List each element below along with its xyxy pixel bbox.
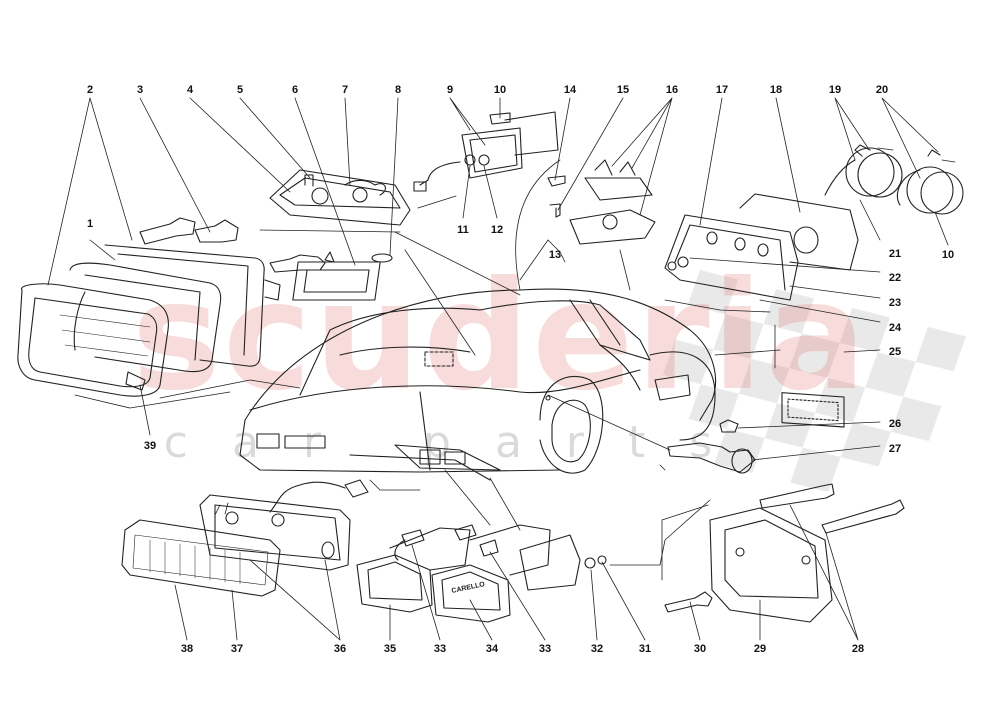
lamp-bracket-28-30 — [664, 483, 905, 623]
callout-3: 3 — [137, 84, 143, 96]
callout-6: 6 — [292, 84, 298, 96]
brand-watermark: scuderia — [131, 250, 869, 424]
callout-33b: 33 — [539, 643, 551, 655]
callout-37: 37 — [231, 643, 243, 655]
callout-18: 18 — [770, 84, 782, 96]
callout-7: 7 — [342, 84, 348, 96]
leader-lines — [47, 97, 949, 641]
callout-8: 8 — [395, 84, 401, 96]
callout-31: 31 — [639, 643, 651, 655]
fog-lamps — [356, 524, 607, 623]
callout-21: 21 — [889, 248, 901, 260]
front-indicator — [121, 479, 369, 597]
callout-10b: 10 — [942, 249, 954, 261]
callout-29: 29 — [754, 643, 766, 655]
door-lamp — [547, 159, 656, 245]
callout-34: 34 — [486, 643, 499, 655]
callout-20: 20 — [876, 84, 888, 96]
headlamp-bulb-harness — [139, 217, 335, 273]
callout-35: 35 — [384, 643, 396, 655]
callout-36: 36 — [334, 643, 346, 655]
callout-32: 32 — [591, 643, 603, 655]
callout-12: 12 — [491, 224, 503, 236]
headlamp-assembly — [17, 244, 281, 397]
callout-9: 9 — [447, 84, 453, 96]
callout-33: 33 — [434, 643, 446, 655]
callout-27: 27 — [889, 443, 901, 455]
callout-11: 11 — [457, 224, 469, 236]
callout-4: 4 — [187, 84, 194, 96]
callout-1: 1 — [87, 218, 93, 230]
callout-26: 26 — [889, 418, 901, 430]
callout-2: 2 — [87, 84, 93, 96]
callout-30: 30 — [694, 643, 706, 655]
callout-16: 16 — [666, 84, 678, 96]
callout-39: 39 — [144, 440, 156, 452]
callout-19: 19 — [829, 84, 841, 96]
callout-10: 10 — [494, 84, 506, 96]
callout-25: 25 — [889, 346, 901, 358]
car-body-outline — [239, 288, 717, 481]
fog-lamp-marking: CARELLO — [451, 581, 486, 595]
callout-17: 17 — [716, 84, 728, 96]
callout-23: 23 — [889, 297, 901, 309]
callout-38: 38 — [181, 643, 193, 655]
callout-13: 13 — [549, 249, 561, 261]
callout-5: 5 — [237, 84, 243, 96]
callout-15: 15 — [617, 84, 629, 96]
callout-24: 24 — [889, 322, 902, 334]
callout-22: 22 — [889, 272, 901, 284]
side-marker-25 — [781, 392, 845, 428]
callout-14: 14 — [564, 84, 577, 96]
interior-lamp — [269, 169, 411, 301]
side-marker-lamp — [413, 111, 559, 192]
callout-28: 28 — [852, 643, 864, 655]
callout-labels: 2 3 4 5 6 7 8 9 10 14 15 16 17 18 19 20 … — [87, 84, 954, 655]
